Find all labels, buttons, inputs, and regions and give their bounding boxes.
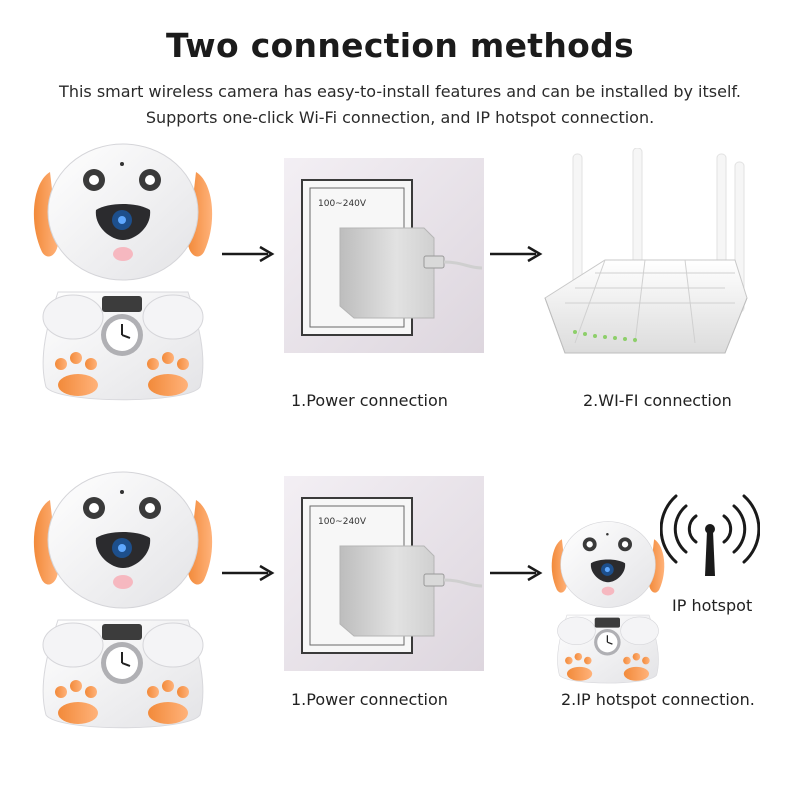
wifi-step1-caption: 1.Power connection xyxy=(291,391,448,410)
hotspot-step2-caption: 2.IP hotspot connection. xyxy=(561,690,755,709)
arrow-icon xyxy=(488,244,543,264)
dog-camera-image xyxy=(28,142,218,407)
voltage-label: 100~240V xyxy=(318,199,367,209)
page-title: Two connection methods xyxy=(165,26,634,65)
subtitle-line-1: This smart wireless camera has easy-to-i… xyxy=(59,82,741,101)
wifi-step2-caption: 2.WI-FI connection xyxy=(583,391,732,410)
dog-camera-small-image xyxy=(548,518,668,690)
hotspot-signal-icon xyxy=(660,486,760,578)
arrow-icon xyxy=(220,244,275,264)
wifi-router-image xyxy=(535,148,755,368)
arrow-icon xyxy=(220,563,275,583)
dog-camera-image xyxy=(28,470,218,735)
hotspot-label: IP hotspot xyxy=(672,596,753,615)
subtitle-line-2: Supports one-click Wi-Fi connection, and… xyxy=(145,108,655,127)
arrow-icon xyxy=(488,563,543,583)
voltage-label: 100~240V xyxy=(318,517,367,527)
hotspot-step1-caption: 1.Power connection xyxy=(291,690,448,709)
power-outlet-image: 100~240V xyxy=(284,158,484,353)
power-outlet-image: 100~240V xyxy=(284,476,484,671)
